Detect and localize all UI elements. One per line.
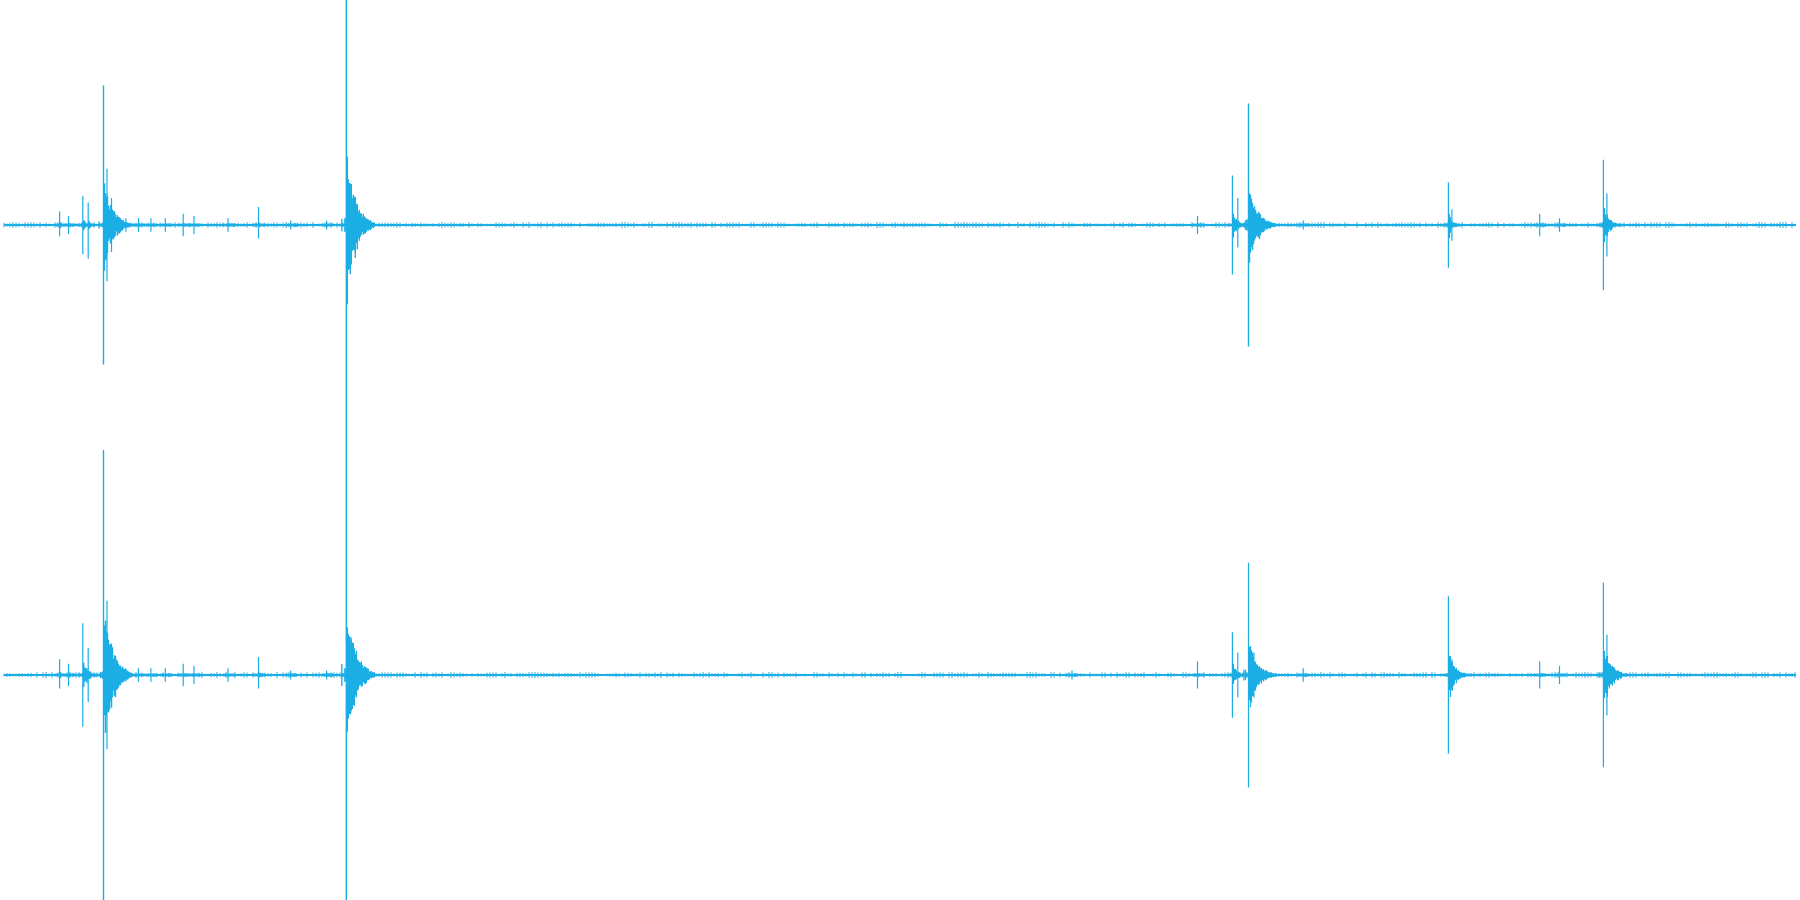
channel-2-transient	[1066, 670, 1079, 680]
channel-2-transient	[188, 666, 201, 684]
channel-1-transient	[285, 220, 298, 230]
channel-1-transient	[253, 207, 266, 239]
channel-1-transient	[1534, 213, 1547, 237]
channel-1-waveform[interactable]	[3, 0, 1796, 450]
channel-2-transient	[145, 668, 158, 682]
channel-1-transient	[1248, 211, 1261, 239]
channel-2-transient	[106, 643, 121, 707]
channel-2-transient	[1554, 666, 1567, 684]
channel-1-transient	[1446, 209, 1459, 241]
channel-2-transient	[1601, 634, 1618, 716]
channel-2-transient	[1298, 668, 1310, 682]
channel-2-transient	[63, 663, 76, 687]
channel-2-waveform[interactable]	[3, 450, 1796, 900]
channel-2-transient	[1192, 661, 1205, 689]
channel-2-transient	[83, 648, 96, 702]
channel-1-transient	[83, 202, 95, 259]
channel-2-transient	[345, 636, 362, 714]
channel-2-transient	[285, 670, 298, 680]
channel-1-transient	[63, 216, 76, 234]
channel-1-transient	[188, 216, 201, 234]
channel-1-transient	[345, 198, 359, 252]
channel-1-transient	[106, 198, 120, 252]
channel-1-transient	[1601, 193, 1616, 257]
channel-1-transient	[160, 218, 172, 232]
channel-2-transient	[1248, 652, 1261, 698]
channel-2-transient	[120, 668, 133, 682]
channel-2-transient	[222, 668, 235, 682]
channel-1-transient	[321, 220, 334, 230]
channel-1-transient	[1298, 220, 1310, 230]
channel-2-transient	[321, 670, 334, 680]
channel-1-transient	[145, 218, 158, 232]
channel-1-transient	[133, 218, 145, 232]
channel-2-transient	[1446, 659, 1459, 691]
channel-1-transient	[1192, 216, 1205, 234]
channel-2-transient	[253, 657, 266, 689]
channel-1-transient	[1554, 218, 1567, 232]
channel-2-transient	[160, 668, 172, 682]
channel-2-transient	[1534, 661, 1547, 689]
channel-1-transient	[120, 218, 133, 232]
channel-2-transient	[133, 668, 145, 682]
channel-1-transient	[222, 218, 235, 232]
